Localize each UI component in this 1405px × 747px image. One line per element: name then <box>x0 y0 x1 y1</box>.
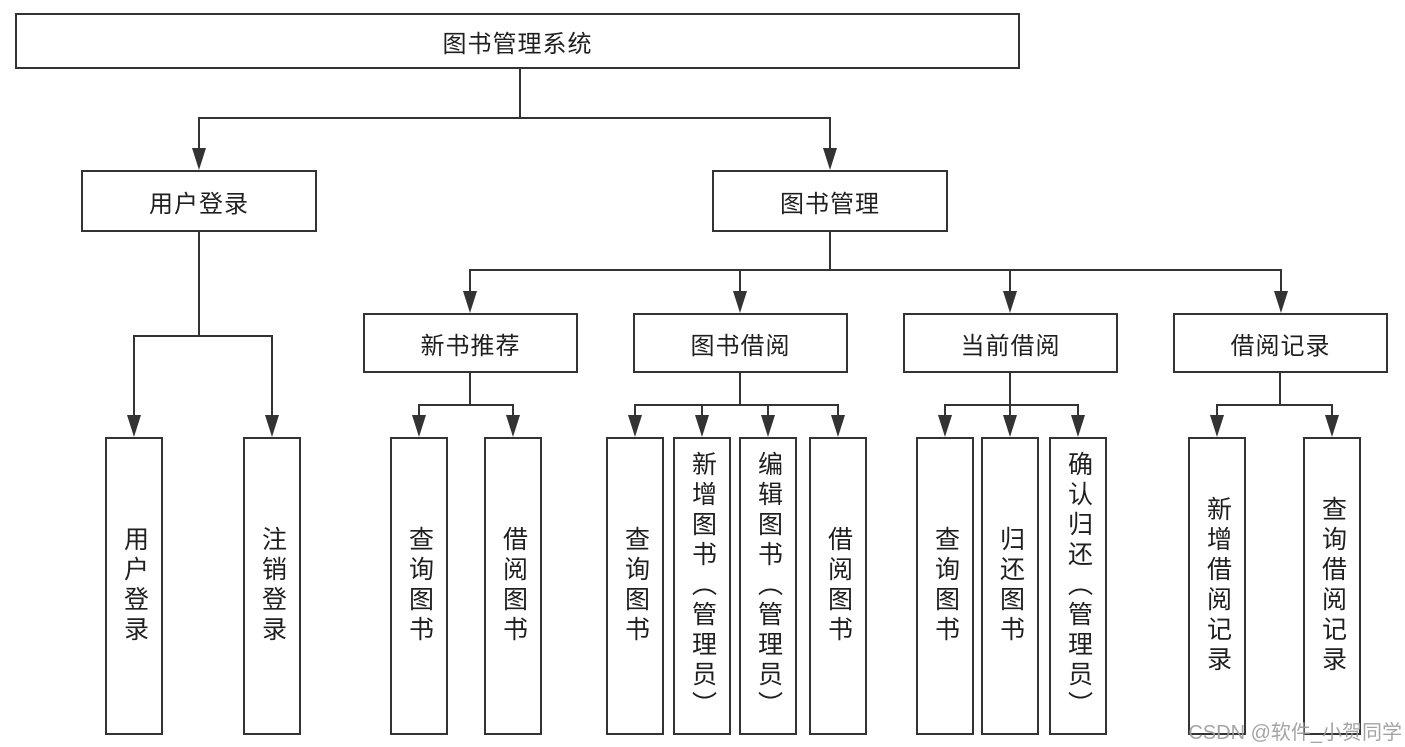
connector-current-drop-2 <box>1009 404 1011 415</box>
arrow-down-icon <box>938 415 952 437</box>
connector-mgmt-bar <box>469 269 1282 271</box>
arrow-down-icon <box>506 415 520 437</box>
leaf-confirm-return-admin: 确认归还（管理员） <box>1049 437 1107 735</box>
arrow-down-icon <box>1210 415 1224 437</box>
arrow-down-icon <box>733 291 747 313</box>
leaf-add-book-admin: 新增图书（管理员） <box>673 437 731 735</box>
connector-recommend-drop-2 <box>512 404 514 415</box>
node-user-login: 用户登录 <box>81 170 317 232</box>
leaf-add-borrow-record: 新增借阅记录 <box>1188 437 1246 735</box>
arrow-down-icon <box>1274 291 1288 313</box>
connector-borrowing-drop-4 <box>837 404 839 415</box>
arrow-down-icon <box>823 148 837 170</box>
leaf-borrow-books-borrowing: 借阅图书 <box>809 437 867 735</box>
connector-root-bar <box>198 117 831 119</box>
node-new-book-recommend: 新书推荐 <box>363 313 578 373</box>
leaf-query-books-borrowing: 查询图书 <box>606 437 664 735</box>
csdn-watermark: CSDN @软件_小贺同学 <box>1188 722 1402 744</box>
connector-borrowing-drop-1 <box>634 404 636 415</box>
arrow-down-icon <box>831 415 845 437</box>
connector-mgmt-drop-4 <box>1280 269 1282 291</box>
leaf-return-book: 归还图书 <box>981 437 1039 735</box>
node-book-management: 图书管理 <box>712 170 948 232</box>
arrow-down-icon <box>628 415 642 437</box>
leaf-query-borrow-record: 查询借阅记录 <box>1303 437 1361 735</box>
connector-current-bar <box>944 404 1079 406</box>
connector-mgmt-drop-2 <box>739 269 741 291</box>
leaf-logout: 注销登录 <box>243 437 301 735</box>
connector-login-bar <box>133 335 273 337</box>
connector-mgmt-drop-1 <box>469 269 471 291</box>
connector-recommend-drop-1 <box>418 404 420 415</box>
connector-mgmt-drop-3 <box>1009 269 1011 291</box>
arrow-down-icon <box>1071 415 1085 437</box>
connector-current-drop-1 <box>944 404 946 415</box>
connector-mgmt-stem <box>829 232 831 271</box>
connector-root-stem <box>519 69 521 118</box>
node-current-borrowing: 当前借阅 <box>903 313 1118 373</box>
connector-records-bar <box>1216 404 1333 406</box>
connector-borrowing-drop-3 <box>767 404 769 415</box>
arrow-down-icon <box>192 148 206 170</box>
arrow-down-icon <box>412 415 426 437</box>
connector-login-stem <box>198 232 200 337</box>
connector-borrowing-bar <box>634 404 839 406</box>
node-borrowing-records: 借阅记录 <box>1173 313 1388 373</box>
arrow-down-icon <box>1003 415 1017 437</box>
leaf-borrow-books-recommend: 借阅图书 <box>484 437 542 735</box>
connector-login-drop-2 <box>271 335 273 415</box>
connector-records-drop-2 <box>1331 404 1333 415</box>
arrow-down-icon <box>127 415 141 437</box>
arrow-down-icon <box>1003 291 1017 313</box>
connector-borrowing-drop-2 <box>701 404 703 415</box>
arrow-down-icon <box>1325 415 1339 437</box>
connector-login-drop-1 <box>133 335 135 415</box>
leaf-user-login: 用户登录 <box>105 437 163 735</box>
node-library-management-system: 图书管理系统 <box>15 13 1020 69</box>
arrow-down-icon <box>265 415 279 437</box>
connector-records-drop-1 <box>1216 404 1218 415</box>
connector-current-stem <box>1009 373 1011 406</box>
arrow-down-icon <box>761 415 775 437</box>
arrow-down-icon <box>463 291 477 313</box>
connector-root-drop-left <box>198 117 200 148</box>
leaf-edit-book-admin: 编辑图书（管理员） <box>739 437 797 735</box>
connector-recommend-bar <box>418 404 514 406</box>
connector-current-drop-3 <box>1077 404 1079 415</box>
connector-recommend-stem <box>469 373 471 406</box>
connector-root-drop-right <box>829 117 831 148</box>
leaf-query-books-current: 查询图书 <box>916 437 974 735</box>
node-book-borrowing: 图书借阅 <box>633 313 848 373</box>
connector-borrowing-stem <box>739 373 741 406</box>
leaf-query-books-recommend: 查询图书 <box>390 437 448 735</box>
connector-records-stem <box>1279 373 1281 406</box>
arrow-down-icon <box>695 415 709 437</box>
